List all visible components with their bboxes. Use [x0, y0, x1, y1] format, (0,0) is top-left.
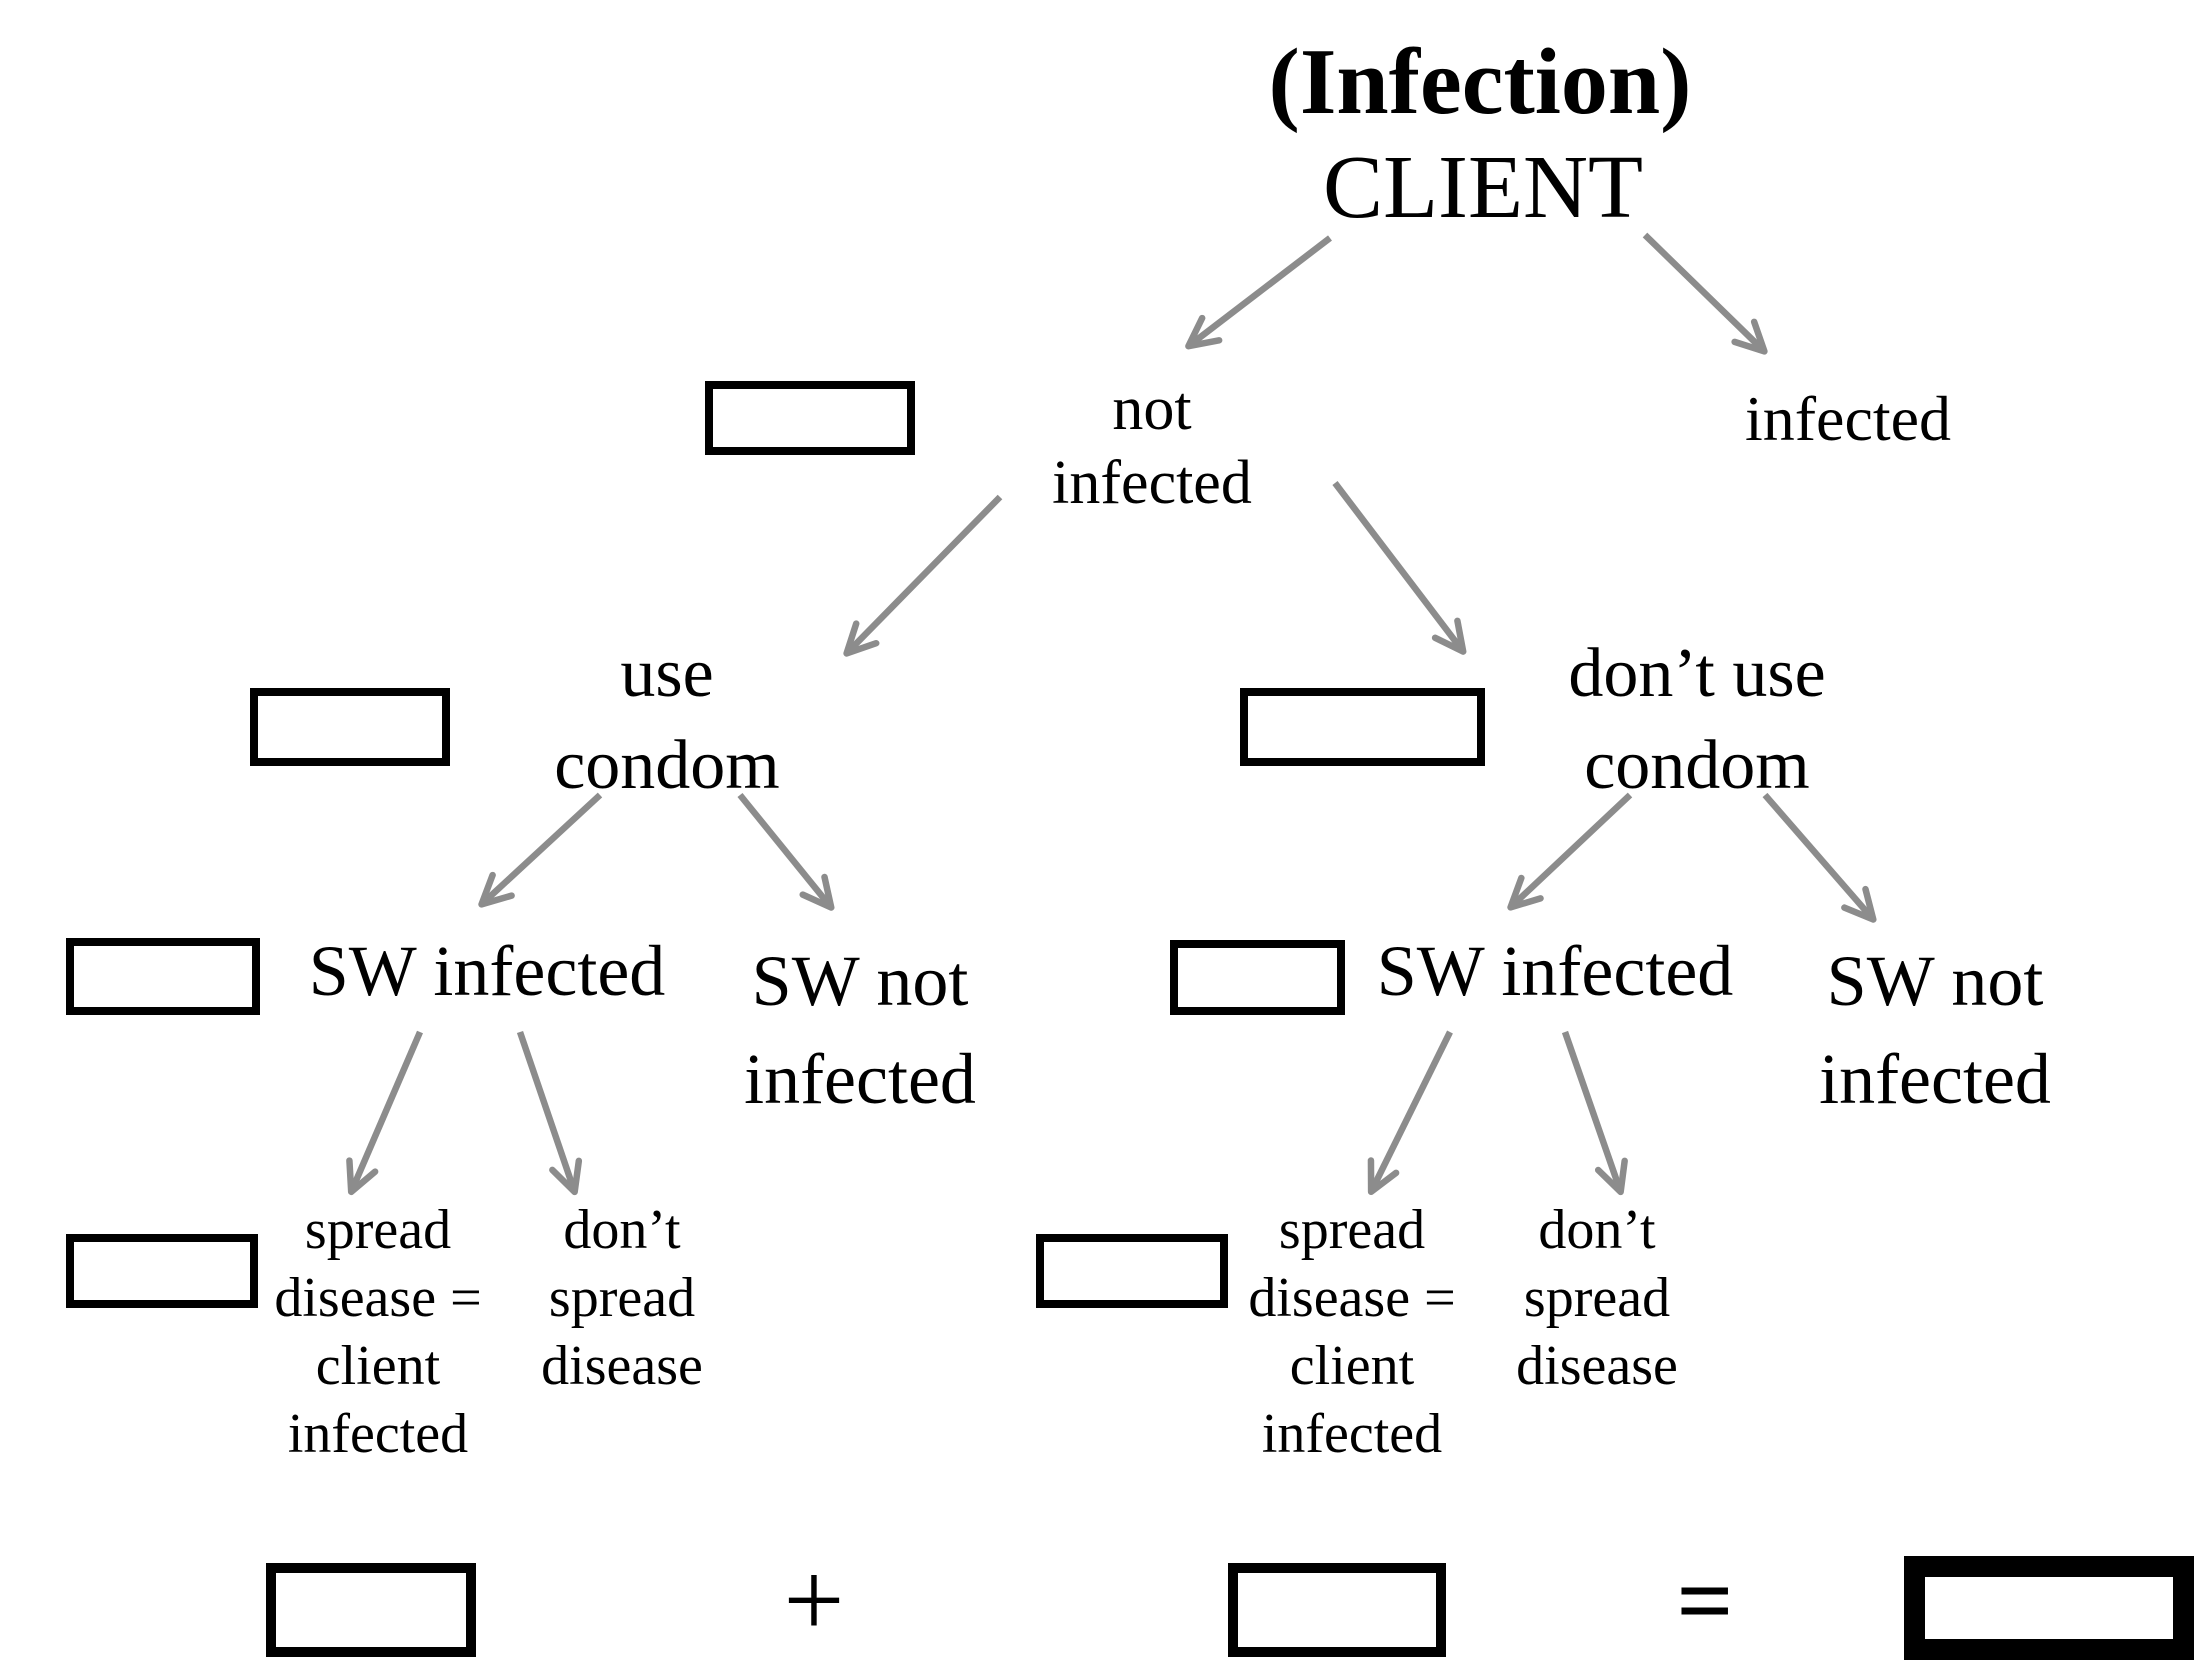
- node-sw-not-infected-right: SW not infected: [1819, 941, 2051, 1119]
- diagram-title: (Infection): [1268, 30, 1692, 134]
- prob-box-use-condom: [250, 688, 450, 766]
- node-dont-spread-disease-left: don’t spread disease: [541, 1199, 703, 1397]
- node-sw-infected-left: SW infected: [308, 931, 666, 1011]
- equals-sign: =: [1676, 1545, 1734, 1656]
- arrow-swleft-to-dont-spread-left: [516, 1030, 583, 1196]
- node-infected: infected: [1744, 383, 1952, 454]
- prob-box-dont-use-condom: [1240, 688, 1485, 766]
- arrow-client-to-not-infected: [1185, 235, 1332, 350]
- node-spread-disease-left: spread disease = client infected: [274, 1199, 482, 1465]
- node-dont-use-condom: don’t use condom: [1568, 635, 1826, 804]
- root-node-client: CLIENT: [1323, 138, 1643, 237]
- arrow-notinfected-to-dont-use-condom: [1332, 481, 1467, 655]
- prob-box-sw-infected-left: [66, 938, 260, 1015]
- prob-box-sw-infected-right: [1170, 940, 1345, 1015]
- answer-box-total: [1904, 1556, 2194, 1660]
- node-dont-spread-disease-right: don’t spread disease: [1516, 1199, 1678, 1397]
- prob-box-not-infected: [705, 381, 915, 455]
- node-sw-infected-right: SW infected: [1376, 931, 1734, 1011]
- answer-box-right: [1228, 1563, 1446, 1657]
- plus-sign: +: [783, 1541, 845, 1660]
- arrow-dontuse-to-sw-not-infected-right: [1762, 792, 1877, 923]
- arrow-swright-to-dont-spread-right: [1561, 1030, 1628, 1196]
- answer-box-left: [266, 1563, 476, 1657]
- node-not-infected: not infected: [1052, 375, 1252, 517]
- arrow-swleft-to-spread-left: [346, 1030, 423, 1196]
- arrow-client-to-infected: [1642, 232, 1768, 355]
- node-use-condom: use condom: [554, 635, 780, 804]
- prob-box-spread-left: [66, 1234, 258, 1308]
- arrow-notinfected-to-use-condom: [843, 494, 1003, 657]
- node-spread-disease-right: spread disease = client infected: [1248, 1199, 1456, 1465]
- node-sw-not-infected-left: SW not infected: [744, 941, 976, 1119]
- prob-box-spread-right: [1036, 1234, 1228, 1308]
- arrow-swright-to-spread-right: [1367, 1030, 1453, 1196]
